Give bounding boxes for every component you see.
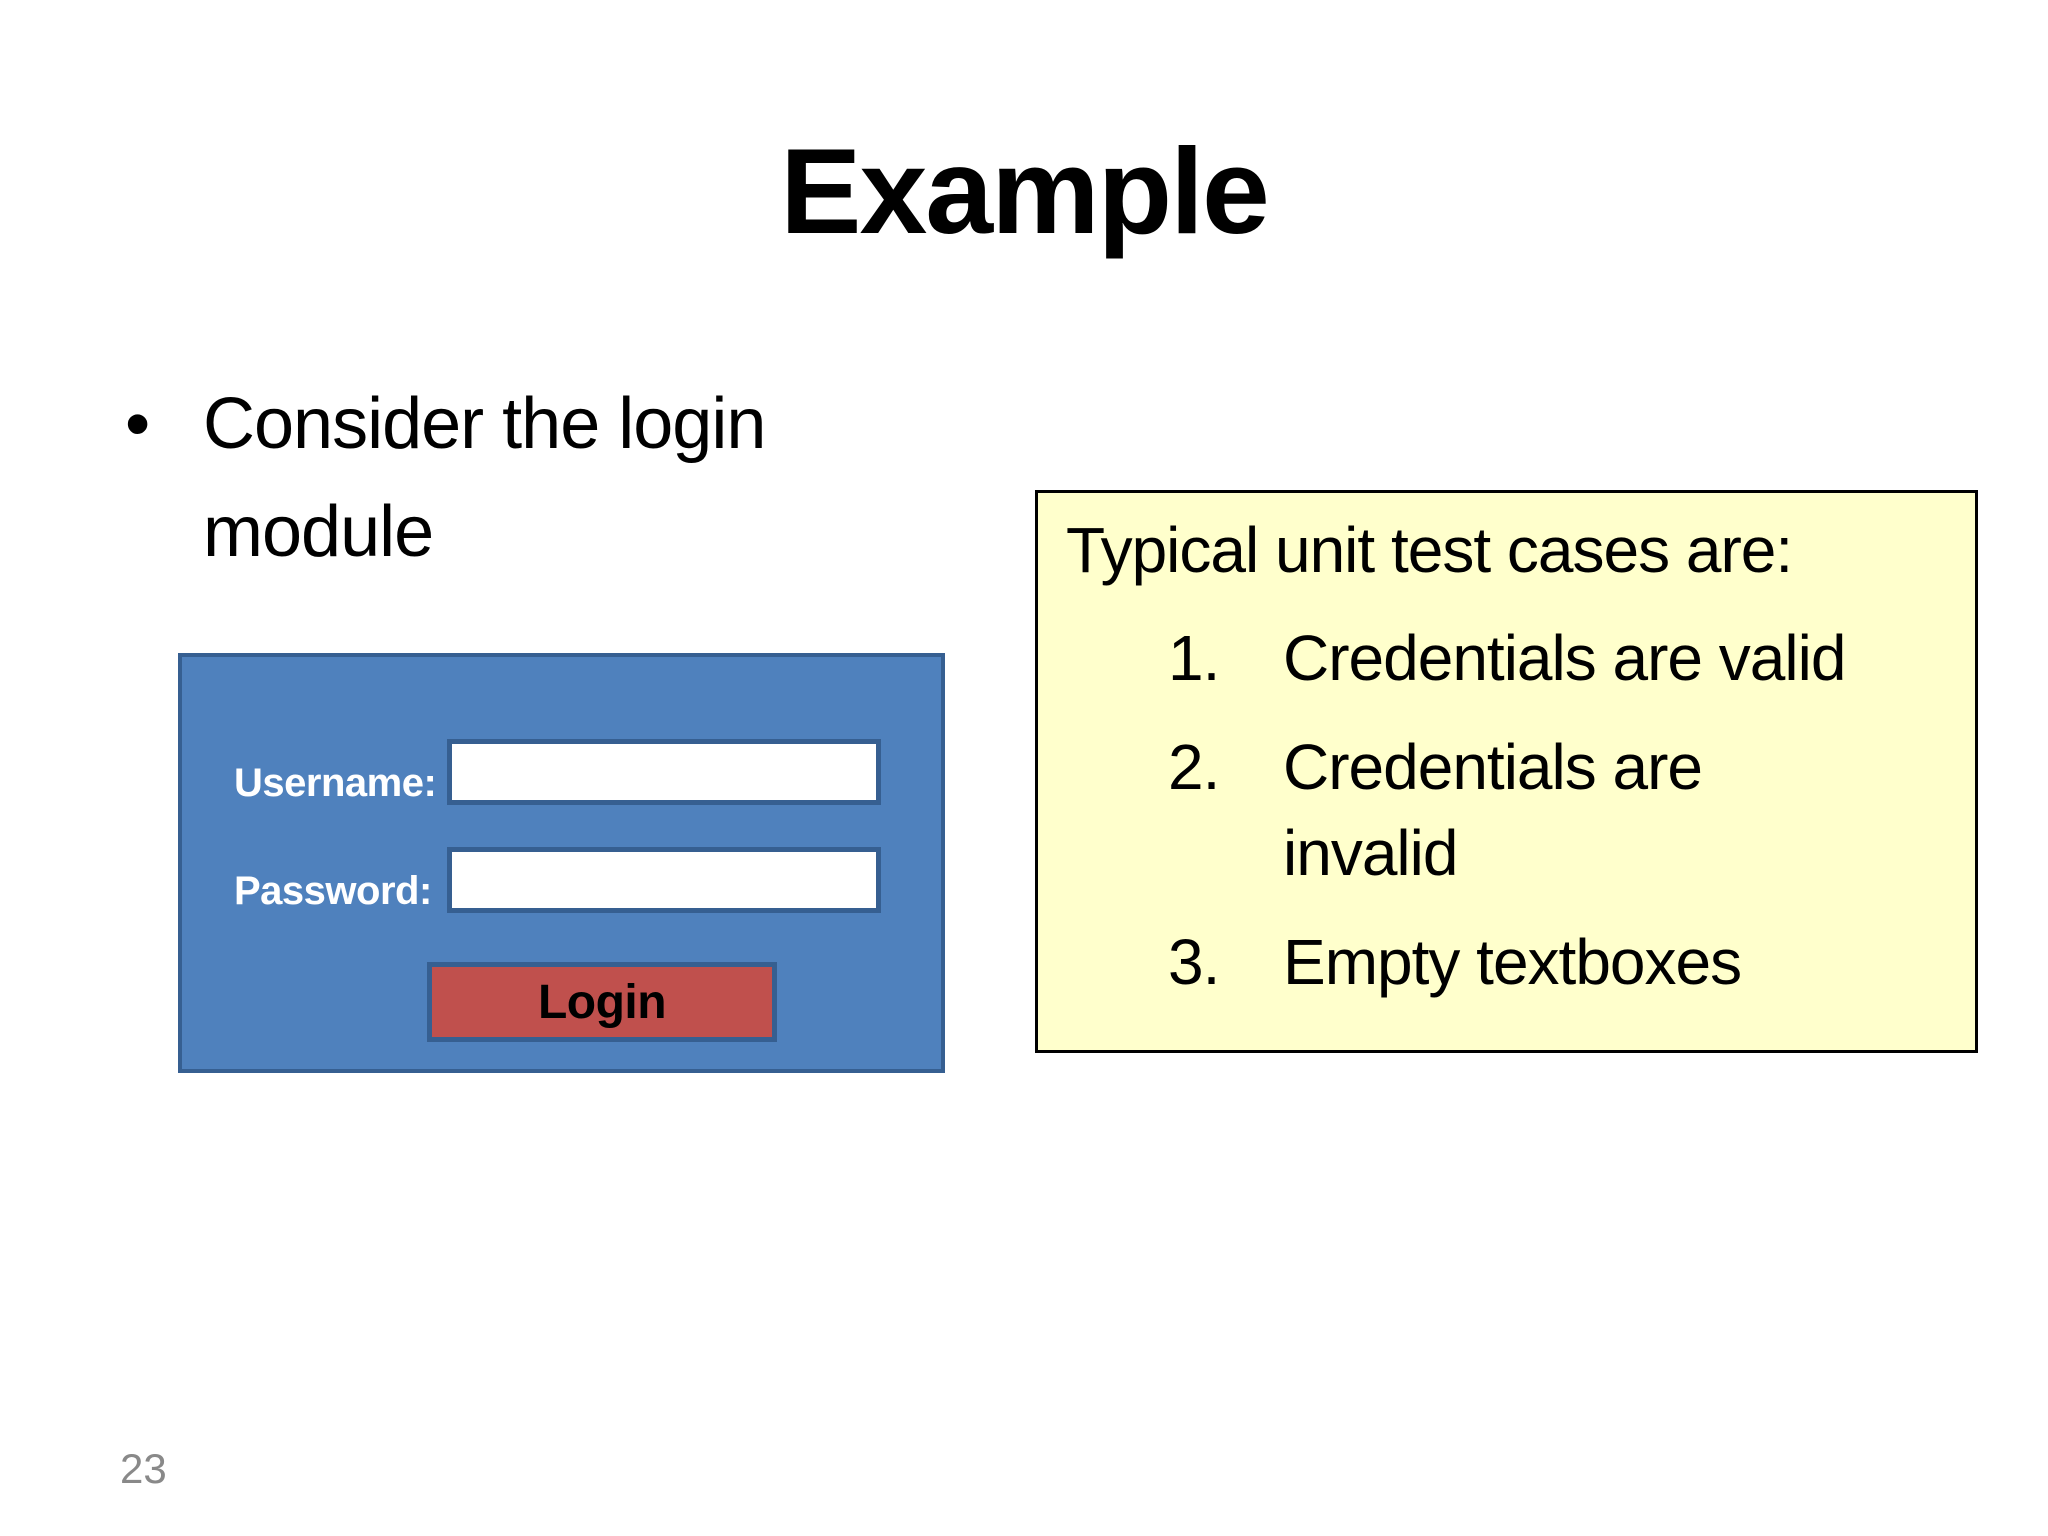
bullet-icon: •: [125, 384, 151, 464]
list-item-text: Credentials are valid: [1283, 622, 1846, 695]
list-item: 1. Credentials are valid: [1066, 615, 1947, 701]
list-item-number: 1.: [1168, 622, 1220, 695]
list-item-text: Empty textboxes: [1283, 925, 1742, 998]
unit-test-note-box: Typical unit test cases are: 1. Credenti…: [1035, 490, 1978, 1053]
list-item: 3. Empty textboxes: [1066, 919, 1947, 1005]
list-item-number: 2.: [1168, 730, 1220, 803]
page-title: Example: [780, 123, 1270, 259]
note-list: 1. Credentials are valid 2. Credentials …: [1066, 615, 1947, 1005]
password-input[interactable]: [447, 847, 881, 913]
bullet-text: Consider the login module: [203, 384, 766, 572]
login-button[interactable]: Login: [427, 962, 777, 1042]
password-label: Password:: [234, 869, 432, 913]
login-form-panel: Username: Password: Login: [178, 653, 945, 1073]
list-item-number: 3.: [1168, 925, 1220, 998]
page-number: 23: [120, 1445, 167, 1492]
bullet-item: • Consider the login module: [125, 370, 843, 586]
list-item: 2. Credentials are invalid: [1066, 724, 1947, 897]
note-heading: Typical unit test cases are:: [1066, 514, 1793, 586]
username-input[interactable]: [447, 739, 881, 805]
list-item-text: Credentials are invalid: [1283, 730, 1703, 890]
username-label: Username:: [234, 761, 437, 805]
